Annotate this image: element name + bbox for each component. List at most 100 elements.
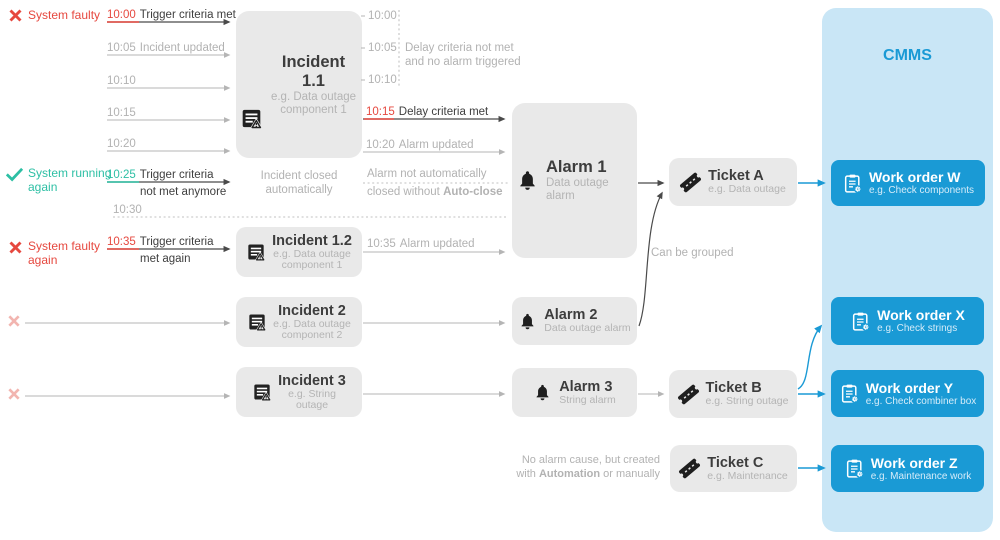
autoclose-note-line1: Alarm not automatically (367, 168, 487, 180)
node-subtitle: Data outage alarm (546, 177, 609, 202)
bell-icon (536, 384, 549, 401)
node-incident-1-2: Incident 1.2 e.g. Data outage component … (236, 227, 362, 277)
node-subtitle: e.g. Data outage (273, 247, 351, 260)
timeline-left-1020: 10:20 (107, 138, 140, 150)
node-subtitle: String alarm (559, 393, 616, 406)
ticket-icon (677, 384, 699, 404)
bell-icon (520, 171, 535, 190)
time-label: 10:35 (367, 238, 396, 250)
muted-fault-x-icon (7, 314, 21, 333)
no-alarm-pre: with (516, 467, 539, 480)
node-subtitle: e.g. Check combiner box (865, 395, 977, 407)
node-subtitle: e.g. Check strings (877, 323, 958, 335)
node-alarm-1: Alarm 1 Data outage alarm (512, 103, 637, 258)
node-title: Ticket A (708, 168, 764, 185)
status-system-faulty: System faulty (28, 8, 101, 22)
node-title: Alarm 2 (544, 307, 598, 324)
node-ticket-a: Ticket A e.g. Data outage (669, 158, 797, 206)
clipboard-gear-icon (844, 174, 862, 193)
node-incident-1-1: Incident 1.1 e.g. Data outage component … (236, 11, 362, 158)
delay-note-line1: Delay criteria not met (405, 42, 514, 54)
node-subtitle: e.g. Data outage (708, 183, 786, 196)
event-label: Trigger criteria (139, 236, 214, 248)
node-ticket-b: Ticket B e.g. String outage (669, 370, 797, 418)
event-label: Incident updated (139, 42, 225, 54)
node-alarm-2: Alarm 2 Data outage alarm (512, 297, 637, 345)
node-title: Alarm 1 (546, 158, 607, 176)
ticket-icon (680, 172, 702, 192)
node-title: Incident 3 (278, 372, 346, 389)
system-running-check-icon (5, 166, 24, 188)
node-alarm-3: Alarm 3 String alarm (512, 368, 637, 417)
status-system-running-again: System running again (28, 166, 112, 194)
incident-closed-note: Incident closed automatically (236, 170, 362, 197)
ticket-icon (679, 458, 701, 479)
node-subtitle: e.g. String (288, 387, 336, 400)
can-be-grouped-note: Can be grouped (651, 247, 734, 259)
node-title: Work order Z (870, 454, 958, 471)
time-label: 10:15 (366, 106, 395, 118)
node-title: Ticket B (705, 380, 762, 397)
event-label: Alarm updated (399, 238, 475, 250)
timeline-left-1010: 10:10 (107, 75, 140, 87)
timeline-mid-1010: 10:10 (368, 74, 397, 86)
time-label: 10:20 (366, 139, 395, 151)
timeline-left-1030: 10:30 (113, 204, 146, 216)
timeline-mid-1000: 10:00 (368, 10, 397, 22)
node-title: Incident 1.2 (272, 232, 352, 249)
timeline-left-1035-line2: met again (140, 253, 191, 265)
autoclose-note-line2: closed without Auto-close (367, 186, 503, 198)
bell-icon (521, 313, 534, 329)
clipboard-gear-icon (841, 384, 859, 403)
time-label: 10:25 (107, 169, 136, 181)
status-system-faulty-again: System faulty again (28, 239, 101, 267)
node-title: Alarm 3 (559, 378, 613, 395)
node-subtitle: component 2 (281, 329, 343, 341)
incident-document-warning-icon (254, 384, 272, 401)
incident-closed-line1: Incident closed (260, 170, 338, 182)
no-alarm-post: or manually (600, 467, 660, 480)
time-label: 10:30 (113, 204, 142, 216)
node-title: Work order Y (865, 379, 954, 396)
cmms-panel (822, 8, 993, 532)
time-label: 10:15 (107, 107, 136, 119)
node-title: Incident 2 (278, 302, 346, 319)
time-label: 10:35 (107, 236, 136, 248)
node-title: Incident 1.1 (281, 52, 346, 90)
event-label: Alarm updated (398, 139, 474, 151)
no-alarm-line2: with Automation or manually (516, 468, 660, 482)
timeline-mid-1005: 10:05 (368, 42, 397, 54)
arrow-ticketB-workorderX (797, 324, 823, 390)
node-subtitle: e.g. Maintenance (707, 469, 788, 482)
timeline-left-1015: 10:15 (107, 107, 140, 119)
node-subtitle: e.g. Check components (868, 185, 975, 197)
node-title: Work order X (877, 307, 965, 324)
no-alarm-cause-note: No alarm cause, but created with Automat… (516, 454, 660, 481)
node-subtitle: e.g. String outage (705, 395, 789, 408)
incident-document-warning-icon (242, 109, 263, 129)
autoclose-bold: Auto-close (443, 186, 503, 198)
cmms-title: CMMS (883, 47, 932, 64)
incident-document-warning-icon (248, 244, 266, 261)
node-incident-3: Incident 3 e.g. String outage (236, 367, 362, 417)
time-label: 10:20 (107, 138, 136, 150)
system-faulty-again-x-icon (8, 240, 23, 260)
timeline-left-1025-line2: not met anymore (140, 186, 227, 198)
event-label: Trigger criteria (139, 169, 214, 181)
node-subtitle: e.g. Data outage (273, 317, 351, 330)
clipboard-gear-icon (846, 459, 864, 478)
node-subtitle: component 1 (280, 103, 347, 116)
event-label: Trigger criteria met (139, 9, 236, 21)
node-incident-2: Incident 2 e.g. Data outage component 2 (236, 297, 362, 347)
node-ticket-c: Ticket C e.g. Maintenance (670, 445, 797, 492)
no-alarm-line1: No alarm cause, but created (521, 454, 660, 466)
delay-criteria-note: Delay criteria not met and no alarm trig… (405, 42, 521, 69)
system-faulty-x-icon (8, 8, 23, 28)
